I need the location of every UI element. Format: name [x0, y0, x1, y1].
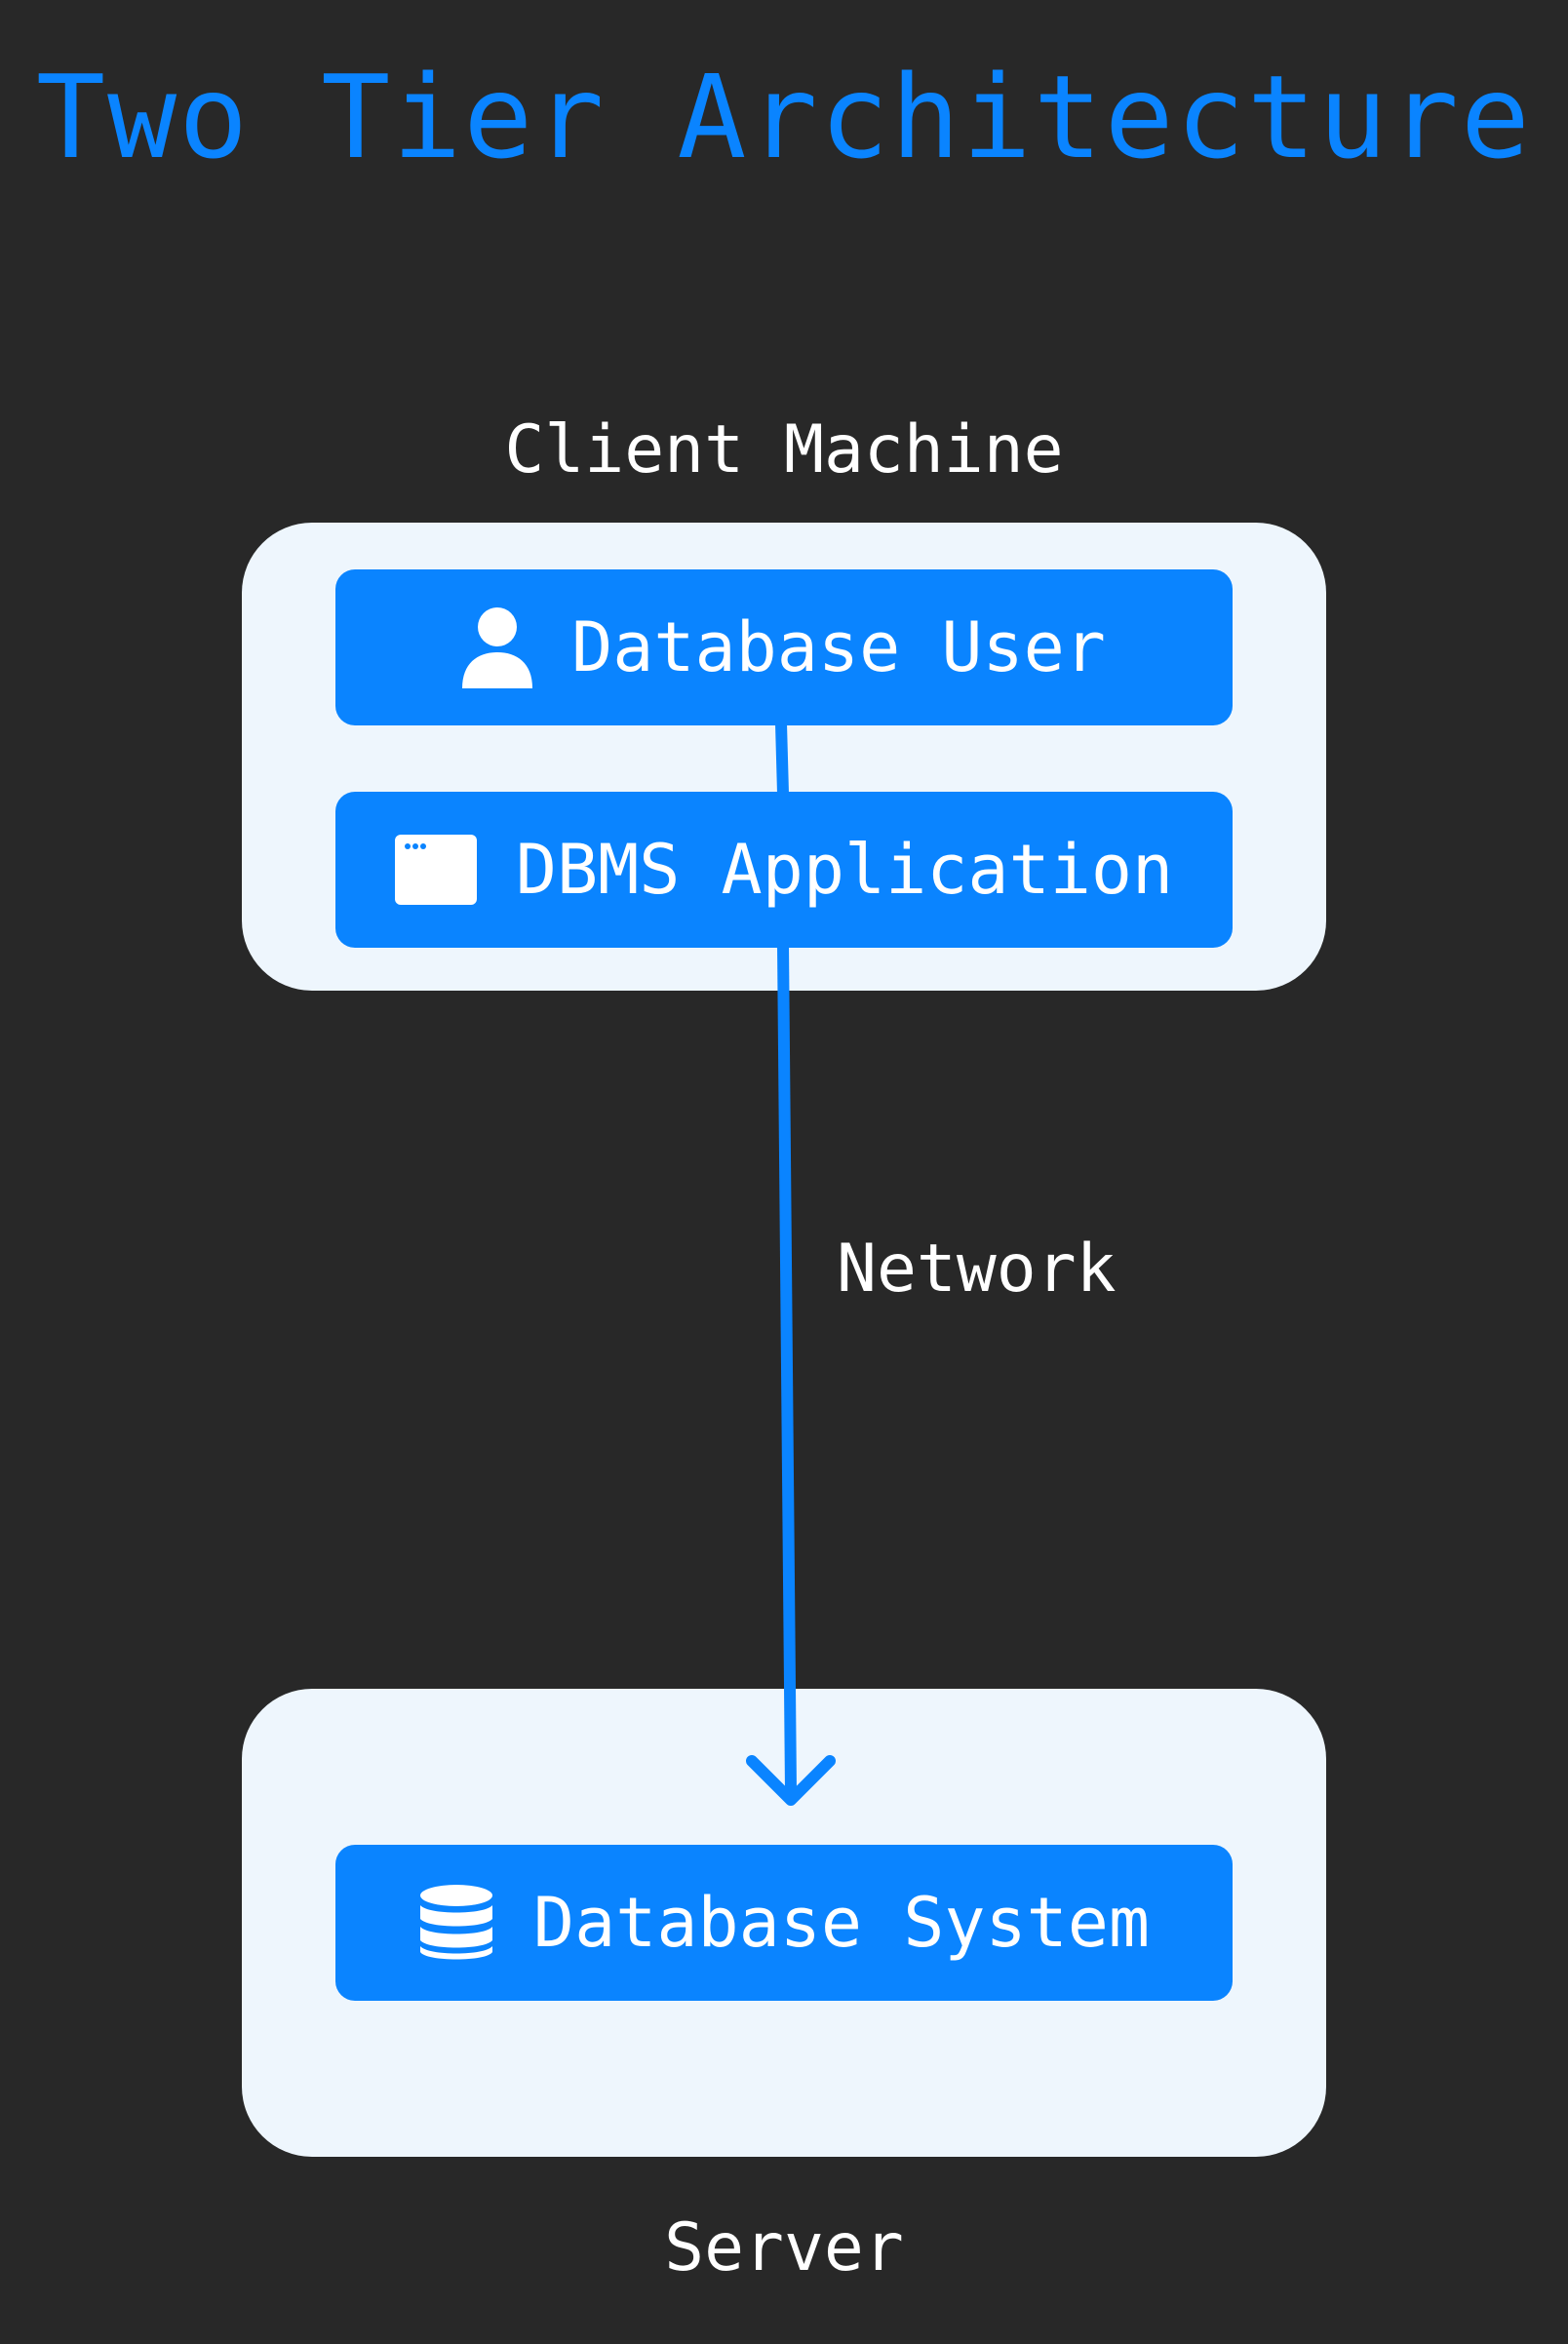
- dbms-application-label: DBMS Application: [515, 830, 1174, 910]
- user-icon: [462, 606, 533, 688]
- database-user-node: Database User: [335, 569, 1233, 725]
- client-machine-label: Client Machine: [504, 411, 1064, 488]
- dbms-application-node: DBMS Application: [335, 792, 1233, 948]
- network-link: [777, 943, 797, 1793]
- app-window-icon: [394, 835, 477, 905]
- database-icon: [418, 1884, 494, 1962]
- database-user-label: Database User: [571, 607, 1106, 687]
- server-label: Server: [664, 2209, 904, 2286]
- database-system-label: Database System: [532, 1883, 1151, 1963]
- page-title: Two Tier Architecture: [36, 50, 1532, 184]
- network-label: Network: [837, 1231, 1117, 1308]
- database-system-node: Database System: [335, 1845, 1233, 2001]
